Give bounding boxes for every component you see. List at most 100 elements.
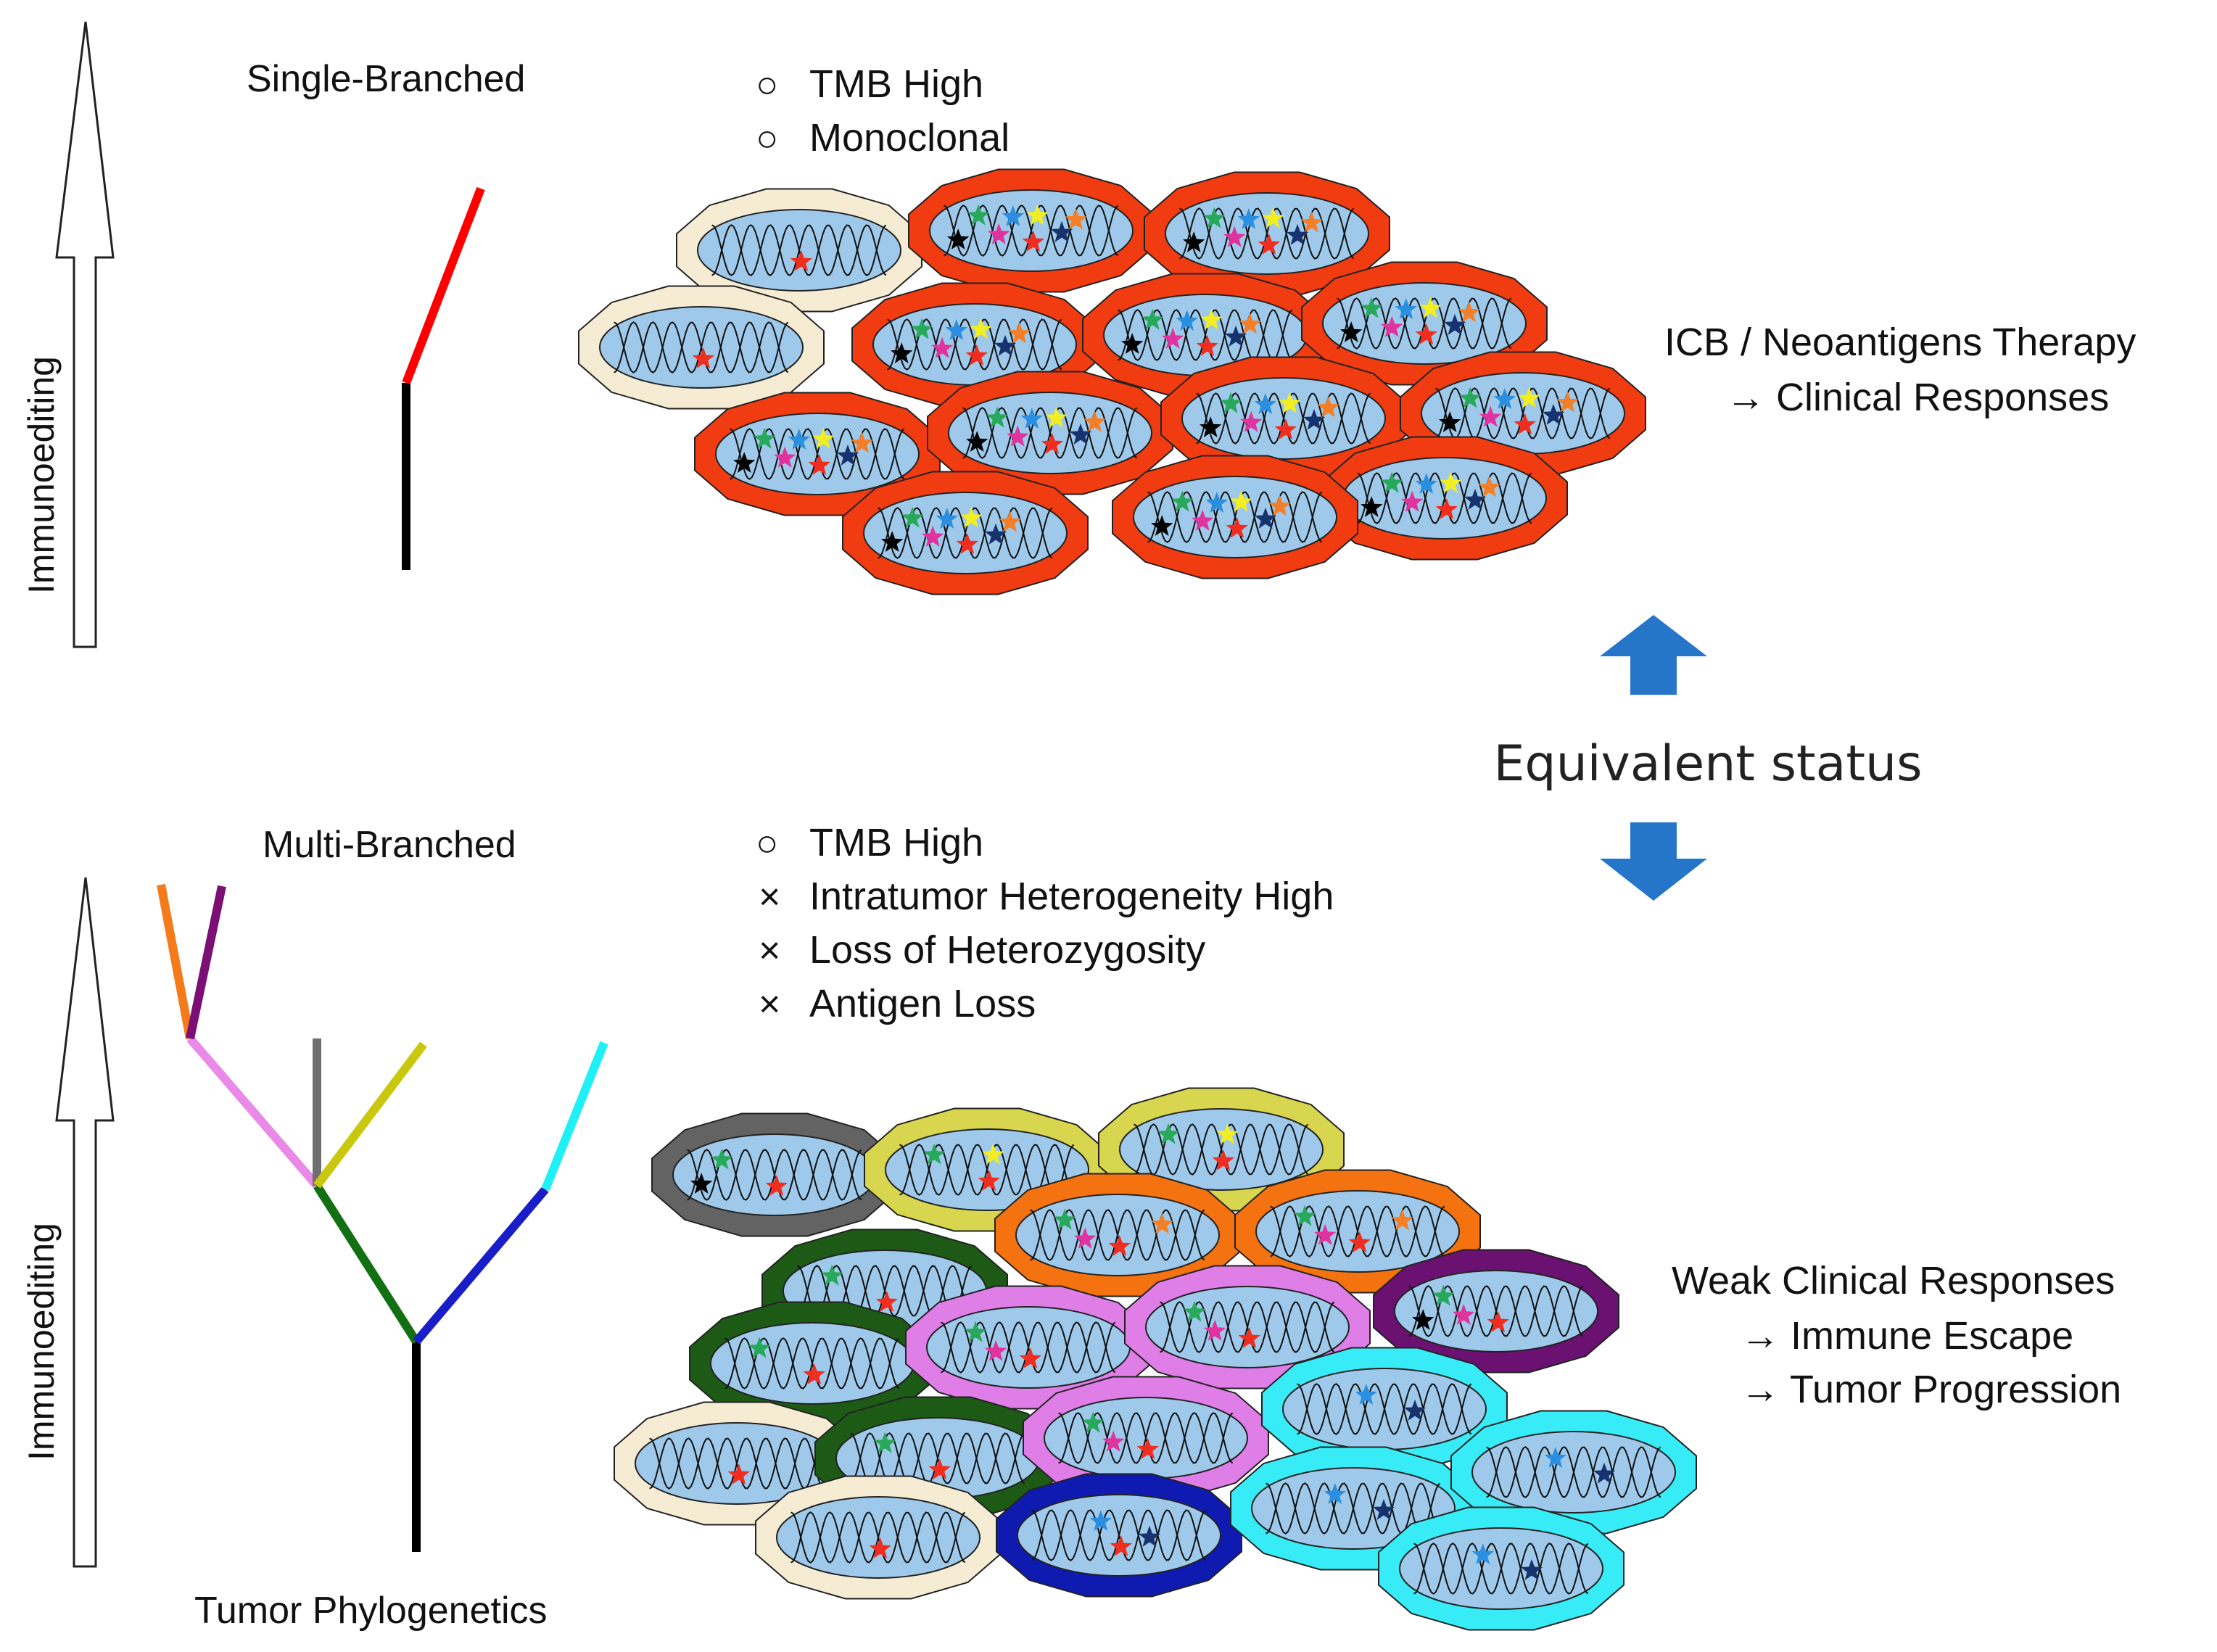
chromatin-strand bbox=[1196, 392, 1371, 445]
mutation-star bbox=[1022, 231, 1044, 252]
mutation-star bbox=[1479, 405, 1502, 427]
tumor-cell bbox=[755, 1475, 1002, 1600]
tumor-cell bbox=[578, 285, 825, 410]
chromatin-strand bbox=[711, 224, 887, 276]
top-outcome-line: → Clinical Responses bbox=[1726, 376, 2109, 419]
up-arrow bbox=[1600, 615, 1707, 695]
tumor-cell bbox=[1378, 1506, 1624, 1631]
chromatin-strand bbox=[1266, 1482, 1441, 1535]
mutation-star bbox=[1453, 1303, 1475, 1325]
mutation-star bbox=[1401, 490, 1424, 512]
chromatin-strand bbox=[1435, 387, 1611, 439]
mutation-star bbox=[1141, 308, 1164, 330]
tumor-cell bbox=[689, 1301, 936, 1426]
mutation-star bbox=[1440, 471, 1462, 493]
mutation-star bbox=[1361, 496, 1383, 517]
mutation-star bbox=[1204, 1319, 1226, 1341]
chromatin-strand bbox=[1030, 1209, 1205, 1261]
chromatin-strand bbox=[1337, 297, 1512, 350]
mutation-star bbox=[1162, 327, 1184, 349]
bottom-feature-marker: × bbox=[759, 930, 780, 972]
mutation-star bbox=[1151, 1213, 1173, 1234]
mutation-star bbox=[1196, 335, 1218, 356]
mutation-star bbox=[1192, 509, 1214, 531]
chromatin-strand bbox=[1134, 1123, 1309, 1176]
mutation-star bbox=[1239, 313, 1261, 334]
tumor-cell bbox=[908, 168, 1155, 293]
mutation-star bbox=[1240, 410, 1263, 432]
chromatin-strand bbox=[1486, 1446, 1661, 1498]
mutation-star bbox=[1471, 1543, 1494, 1564]
chromatin-strand bbox=[1413, 1542, 1589, 1595]
chromatin-strand bbox=[878, 507, 1053, 559]
chromatin-strand bbox=[1147, 491, 1323, 543]
top-feature-text: Monoclonal bbox=[809, 116, 1010, 160]
mutation-star bbox=[1026, 204, 1049, 226]
mutation-star bbox=[1556, 391, 1579, 413]
tree-branch-purple bbox=[186, 885, 226, 1040]
mutation-star bbox=[1171, 490, 1194, 512]
tumor-cell bbox=[1321, 436, 1568, 561]
tumor-cell bbox=[1023, 1376, 1269, 1500]
mutation-star bbox=[1361, 297, 1383, 318]
chromatin-strand bbox=[724, 1337, 900, 1389]
mutation-star bbox=[970, 318, 992, 339]
chromatin-strand bbox=[887, 318, 1062, 371]
mutation-star bbox=[765, 1175, 788, 1196]
tumor-cell bbox=[1373, 1249, 1619, 1374]
mutation-star bbox=[790, 250, 812, 271]
mutation-star bbox=[931, 336, 954, 358]
mutation-star bbox=[1262, 207, 1284, 228]
mutation-star bbox=[1300, 211, 1323, 233]
mutation-star bbox=[1419, 297, 1442, 318]
top-outcome-line: ICB / Neoantigens Therapy bbox=[1664, 321, 2136, 364]
mutation-star bbox=[947, 228, 970, 249]
mutation-star bbox=[788, 429, 810, 450]
mutation-star bbox=[982, 1143, 1004, 1165]
tumor-cell bbox=[651, 1112, 898, 1237]
mutation-star bbox=[1279, 392, 1301, 413]
bottom-feature-text: Intratumor Heterogeneity High bbox=[809, 875, 1334, 918]
mutation-star bbox=[1007, 425, 1029, 447]
mutation-star bbox=[1391, 1209, 1413, 1231]
mutation-star bbox=[1348, 1231, 1371, 1252]
mutation-star bbox=[1355, 1384, 1377, 1405]
tree-branch-yellowgreen bbox=[313, 1041, 427, 1189]
mutation-star bbox=[1200, 416, 1222, 437]
tree-branch-red bbox=[402, 186, 485, 385]
mutation-star bbox=[923, 1143, 946, 1165]
mutation-star bbox=[1110, 1535, 1132, 1556]
mutation-star bbox=[1443, 313, 1466, 335]
tumor-cell bbox=[842, 471, 1089, 595]
mutation-star bbox=[874, 1432, 896, 1453]
mutation-star bbox=[1340, 321, 1363, 342]
tumor-cell bbox=[994, 1173, 1241, 1297]
multi-branched-tree bbox=[157, 883, 608, 1552]
mutation-star bbox=[1002, 205, 1024, 226]
mutation-star bbox=[911, 318, 933, 339]
mutation-star bbox=[1463, 488, 1487, 510]
chromatin-strand bbox=[1408, 1285, 1584, 1337]
mutation-star bbox=[1102, 1430, 1125, 1452]
tumor-cell bbox=[1112, 455, 1358, 579]
mutation-star bbox=[922, 525, 944, 547]
mutation-star bbox=[1050, 220, 1073, 242]
mutation-star bbox=[1176, 310, 1198, 331]
mutation-star bbox=[1593, 1462, 1616, 1484]
mutation-star bbox=[1274, 418, 1297, 439]
chromatin-strand bbox=[1031, 1509, 1207, 1561]
tumor-cell bbox=[1160, 356, 1407, 481]
down-arrow bbox=[1600, 822, 1707, 901]
mutation-star bbox=[1226, 517, 1248, 538]
mutation-star bbox=[821, 1264, 843, 1286]
mutation-star bbox=[803, 1363, 825, 1384]
mutation-star bbox=[1412, 1309, 1434, 1330]
chromatin-strand bbox=[1058, 1412, 1234, 1464]
mutation-star bbox=[966, 431, 988, 452]
mutation-star bbox=[1151, 515, 1173, 536]
mutation-star bbox=[978, 1170, 1000, 1191]
mutation-star bbox=[1487, 1311, 1509, 1332]
mutation-star bbox=[1381, 315, 1403, 337]
mutation-star bbox=[1065, 208, 1087, 230]
